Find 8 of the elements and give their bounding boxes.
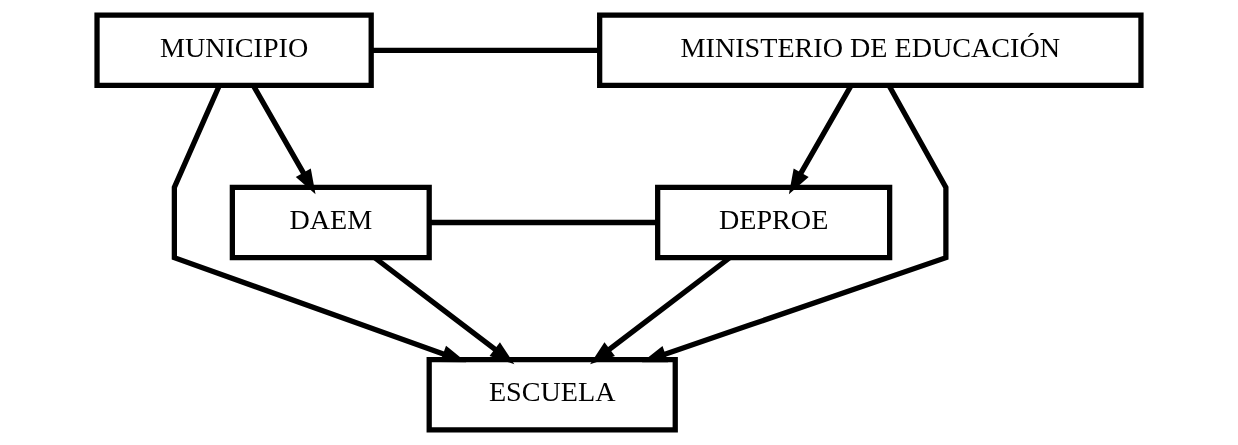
arrow (642, 84, 949, 363)
node-box: DAEM (229, 184, 432, 261)
connector (429, 219, 658, 226)
node-box: DEPROE (655, 184, 893, 261)
node-box: MUNICIPIO (94, 12, 374, 89)
node-box: ESCUELA (426, 356, 678, 433)
connector (371, 47, 600, 53)
node-box: MINISTERIO DE EDUCACIÓN (597, 12, 1144, 89)
